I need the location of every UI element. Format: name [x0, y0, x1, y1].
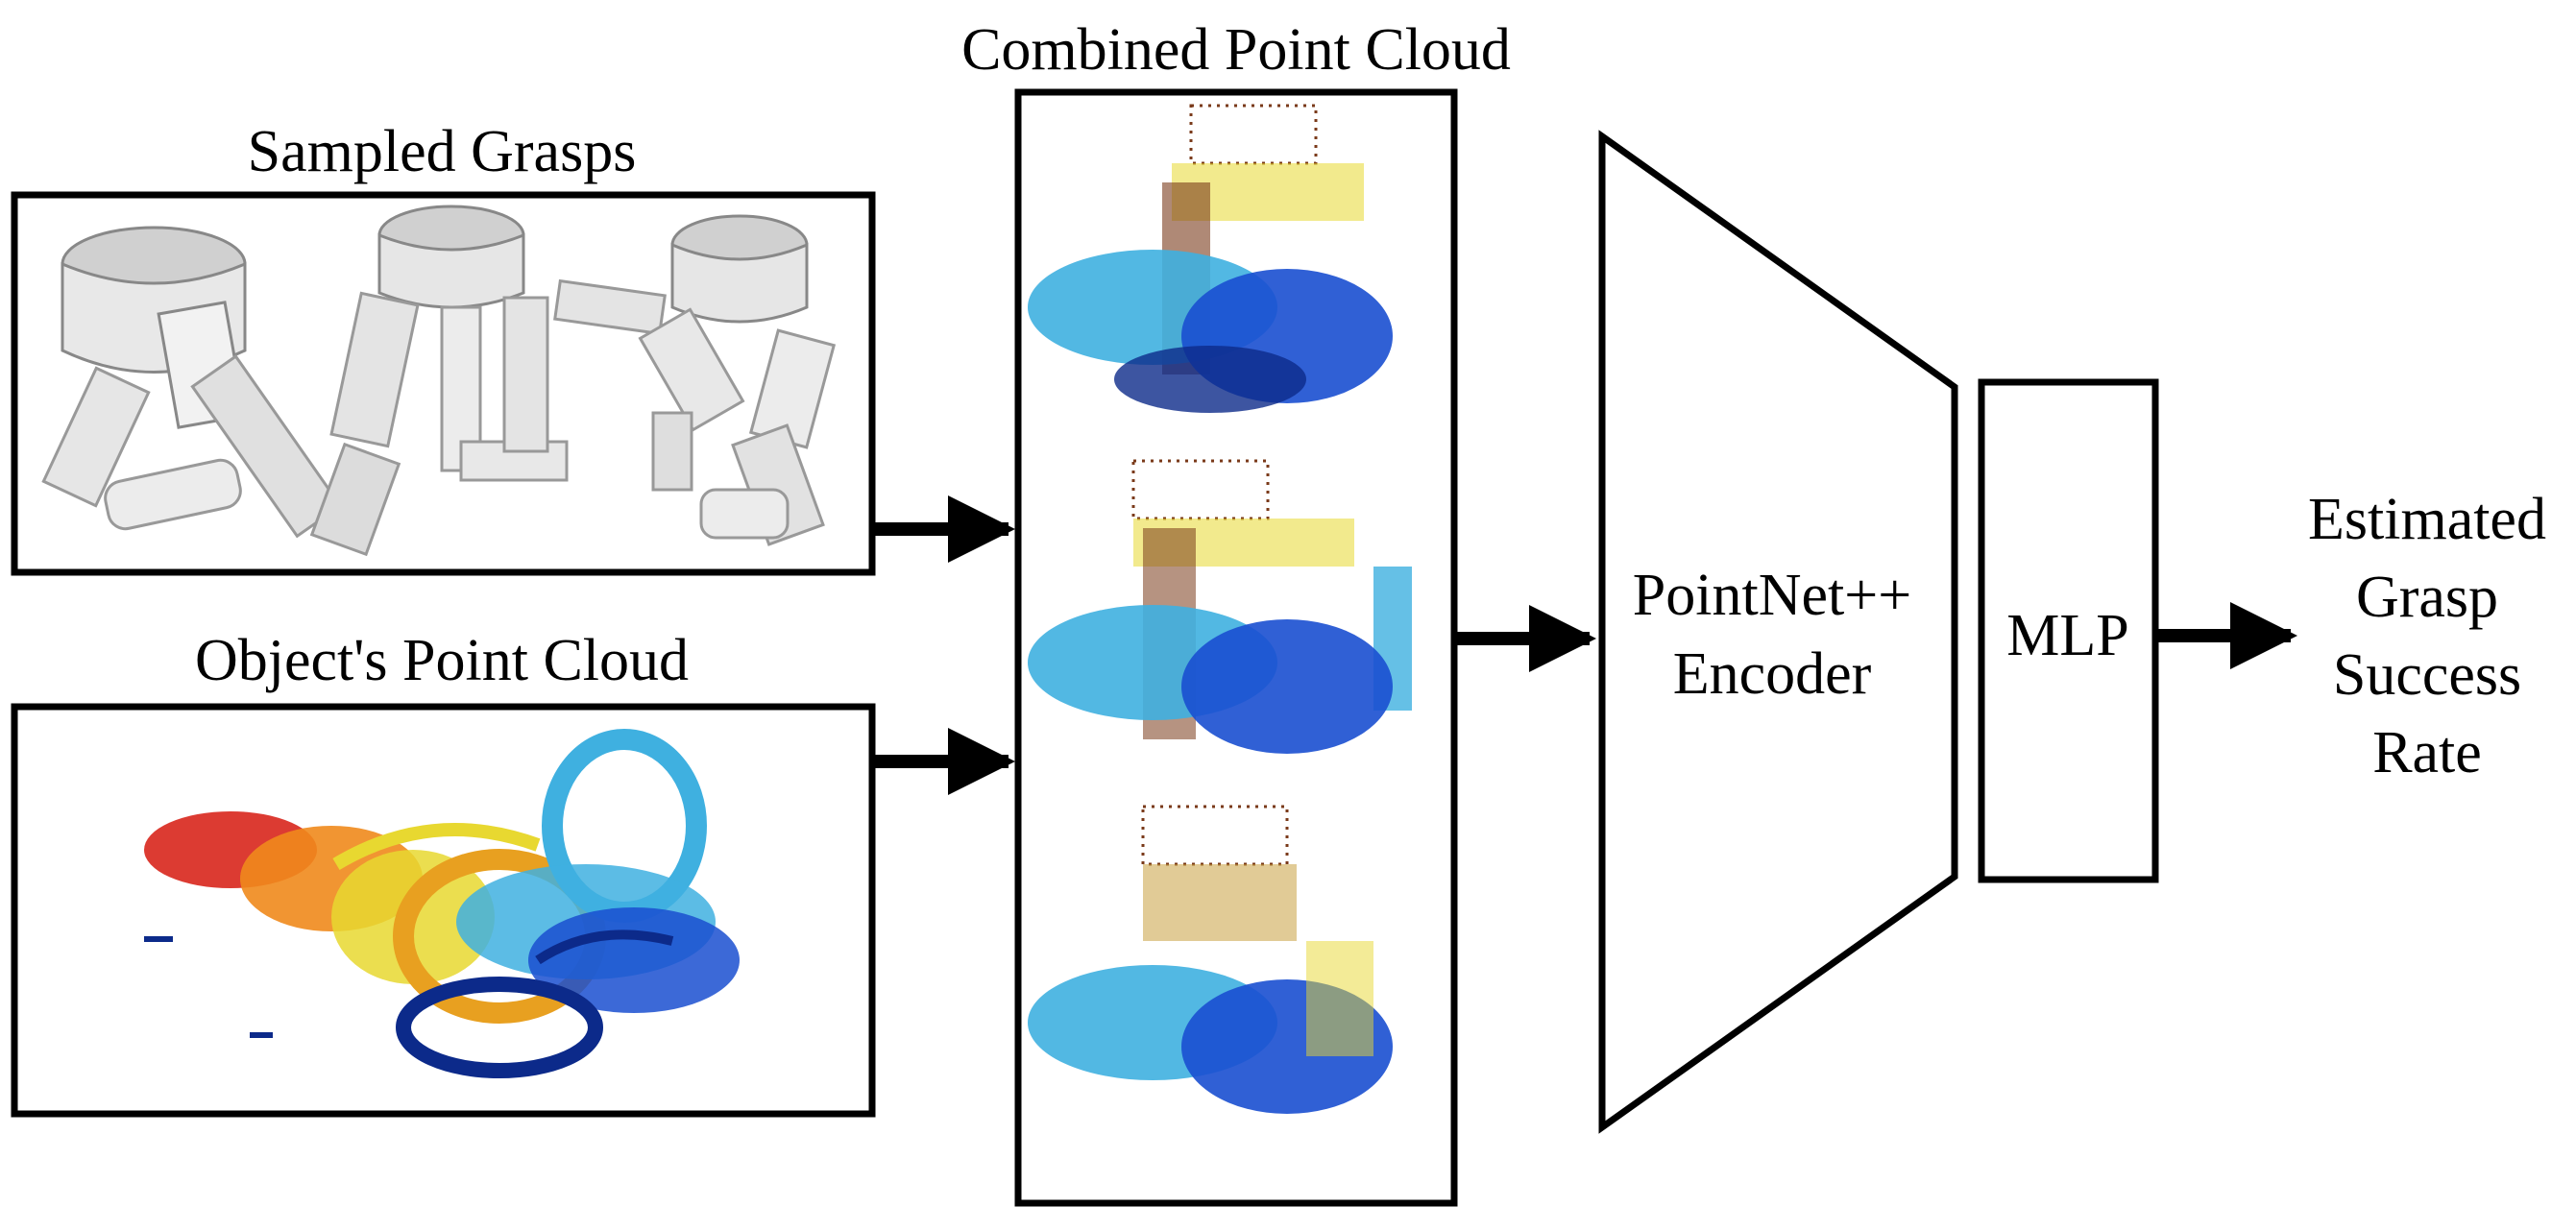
- point-cloud-icon: [144, 729, 740, 1078]
- combined-point-cloud-title: Combined Point Cloud: [961, 17, 1511, 83]
- encoder-label-line1: PointNet++: [1633, 563, 1911, 628]
- output-label-line2: Grasp: [2356, 565, 2498, 630]
- mlp-label: MLP: [2006, 603, 2128, 668]
- pointnet-encoder-block: [1598, 130, 1958, 1134]
- combined-point-cloud-icon: [1028, 104, 1412, 1114]
- object-point-cloud-title: Object's Point Cloud: [195, 628, 689, 693]
- robot-gripper-icon: [41, 205, 837, 557]
- output-label-line3: Success: [2333, 642, 2521, 708]
- encoder-label-line2: Encoder: [1673, 641, 1872, 707]
- sampled-grasps-title: Sampled Grasps: [248, 119, 637, 184]
- mlp-block: [1978, 378, 2159, 883]
- output-label-line1: Estimated: [2308, 487, 2546, 552]
- output-label: Estimated Grasp Success Rate: [2308, 487, 2546, 785]
- output-label-line4: Rate: [2372, 720, 2482, 785]
